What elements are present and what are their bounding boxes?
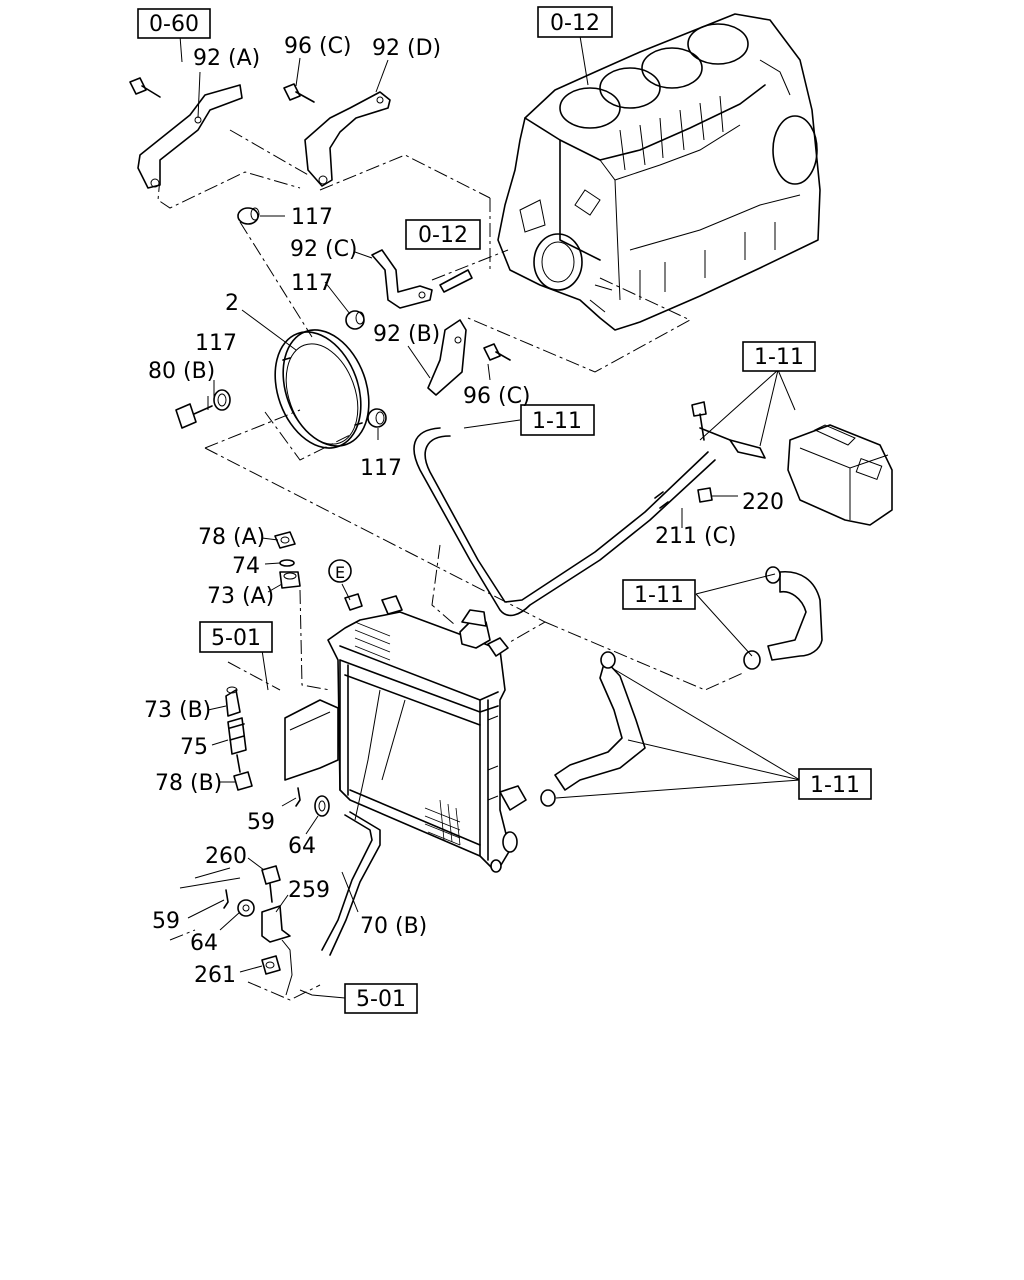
- ref-box-0-12-mid: 0-12: [405, 219, 481, 250]
- upper-hose: [743, 566, 823, 670]
- tank-bolt: [691, 401, 707, 441]
- bushing-73a: [279, 571, 301, 589]
- bolt-260: [261, 865, 281, 903]
- ref-box-1-11-d: 1-11: [798, 768, 872, 800]
- mount-bracket-5-01-lower: [179, 867, 293, 996]
- label-64a: 64: [288, 834, 316, 859]
- ref-box-1-11-c: 1-11: [622, 579, 696, 610]
- label-92c: 92 (C): [290, 237, 358, 262]
- grommet-117-b: [345, 310, 365, 330]
- grommet-117-d: [367, 408, 387, 428]
- label-92d: 92 (D): [372, 36, 441, 61]
- bracket-92d: [304, 91, 391, 187]
- label-96c-mid: 96 (C): [463, 384, 531, 409]
- bushing-73b: [225, 686, 241, 717]
- bolt-96c-mid: [483, 343, 511, 361]
- clip-220: [697, 487, 713, 503]
- bolt-top-left: [129, 77, 161, 98]
- bracket-92a: [137, 84, 243, 189]
- ref-box-0-60: 0-60: [137, 8, 211, 39]
- label-75: 75: [180, 735, 208, 760]
- ref-box-0-12-top: 0-12: [537, 6, 613, 38]
- drain-hose-70b: [321, 811, 381, 956]
- radiator: [327, 593, 527, 873]
- grommet-117-a: [237, 207, 260, 225]
- bracket-92c: [371, 249, 433, 309]
- clip-59b: [223, 889, 229, 909]
- clip-59a: [295, 787, 301, 807]
- washer-74: [279, 559, 295, 567]
- label-59a: 59: [247, 810, 275, 835]
- mount-bracket-5-01-upper: [284, 699, 339, 781]
- ref-label: 0-60: [149, 12, 199, 37]
- label-117-a: 117: [291, 205, 333, 230]
- label-78b: 78 (B): [155, 771, 222, 796]
- ref-label: 0-12: [550, 11, 600, 36]
- circled-e-marker: E: [328, 559, 352, 583]
- label-92a: 92 (A): [193, 46, 260, 71]
- label-117-d: 117: [360, 456, 402, 481]
- ref-box-5-01-a: 5-01: [199, 621, 273, 653]
- label-70b: 70 (B): [360, 914, 427, 939]
- nut-261: [261, 955, 281, 975]
- label-73b: 73 (B): [144, 698, 211, 723]
- dashed-guides: [157, 129, 746, 1001]
- bolt-80b: [175, 403, 213, 429]
- bolt-96c-top: [283, 83, 315, 103]
- engine-block: [497, 13, 821, 331]
- ref-box-1-11-a: 1-11: [742, 341, 816, 372]
- bracket-92b: [427, 319, 467, 396]
- label-59b: 59: [152, 909, 180, 934]
- label-259: 259: [288, 878, 330, 903]
- ref-label: 1-11: [634, 583, 684, 608]
- ref-box-1-11-b: 1-11: [520, 404, 595, 436]
- label-211c: 211 (C): [655, 524, 737, 549]
- label-261: 261: [194, 963, 236, 988]
- ref-label: 5-01: [356, 987, 406, 1012]
- lower-hose: [540, 651, 646, 807]
- label-96c-top: 96 (C): [284, 34, 352, 59]
- stud-0-12: [439, 269, 473, 293]
- label-64b: 64: [190, 931, 218, 956]
- washer-64a: [314, 795, 330, 817]
- nut-78a: [274, 531, 296, 549]
- fan-shroud-ring: [274, 329, 370, 449]
- label-117-b: 117: [291, 271, 333, 296]
- grommet-117-c: [213, 389, 231, 411]
- label-260: 260: [205, 844, 247, 869]
- ref-label: 5-01: [211, 626, 261, 651]
- label-220: 220: [742, 490, 784, 515]
- marker-letter: E: [335, 563, 345, 582]
- label-117-c: 117: [195, 331, 237, 356]
- nut-78b: [233, 771, 253, 791]
- overflow-hose: [413, 427, 716, 617]
- part-labels: 92 (A) 96 (C) 92 (D) 117 92 (C) 117 2 92…: [144, 34, 784, 988]
- label-74: 74: [232, 554, 260, 579]
- label-73a: 73 (A): [207, 584, 274, 609]
- overflow-tank: [787, 424, 893, 526]
- mount-75: [227, 717, 247, 773]
- label-92b: 92 (B): [373, 322, 440, 347]
- leader-lines: [179, 35, 801, 999]
- tank-cap-fitting: [699, 427, 766, 459]
- ref-label: 0-12: [418, 223, 468, 248]
- ref-label: 1-11: [810, 773, 860, 798]
- ref-label: 1-11: [754, 345, 804, 370]
- washer-64b: [237, 899, 255, 917]
- label-80b: 80 (B): [148, 359, 215, 384]
- label-78a: 78 (A): [198, 525, 265, 550]
- label-2: 2: [225, 291, 239, 316]
- ref-label: 1-11: [532, 409, 582, 434]
- ref-box-5-01-b: 5-01: [344, 983, 418, 1014]
